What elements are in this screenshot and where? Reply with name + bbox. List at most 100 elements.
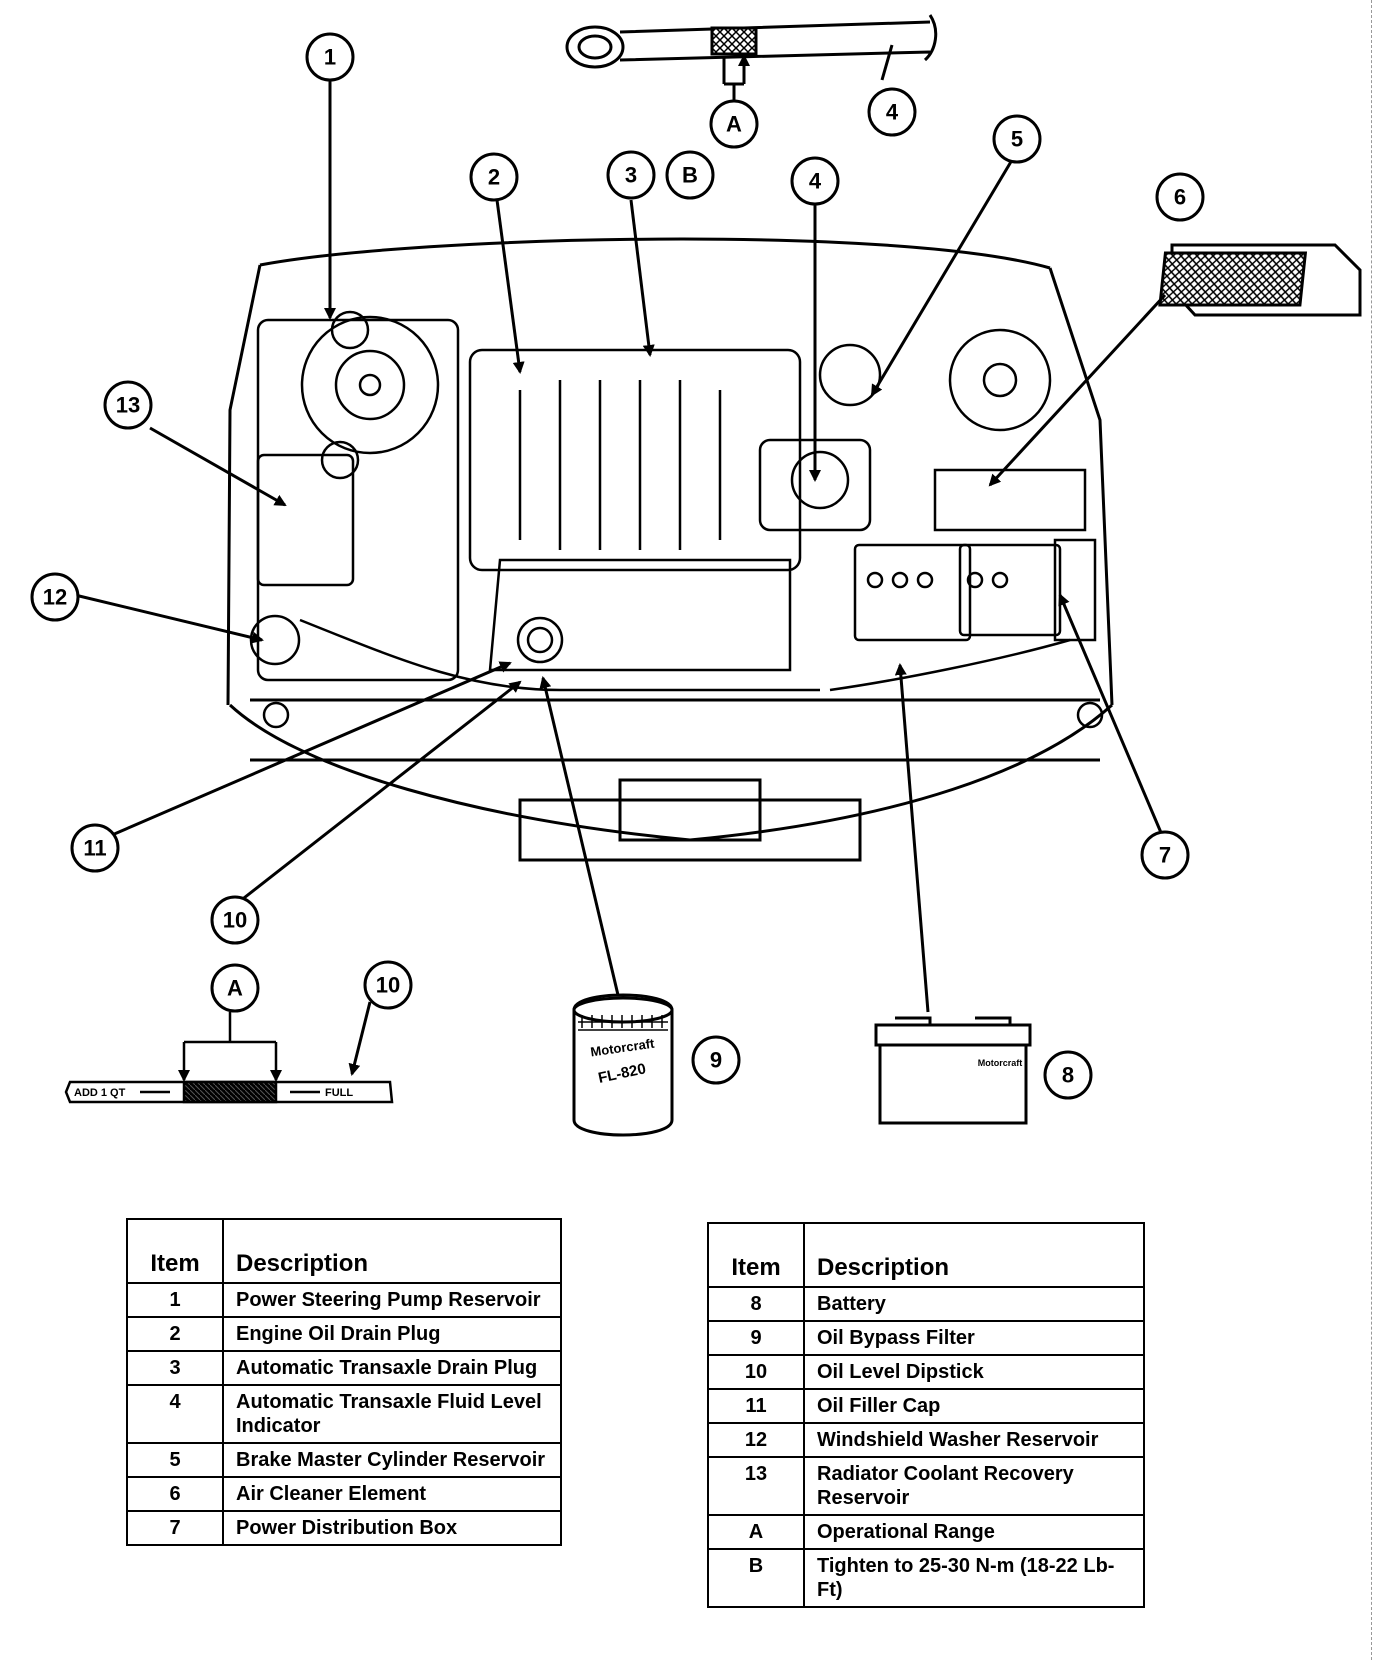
oil-filter-illustration: Motorcraft FL-820 <box>572 993 674 1137</box>
hood-outline <box>226 237 1114 862</box>
callout-8: 8 <box>1043 1050 1093 1100</box>
item-number: 13 <box>707 1456 805 1516</box>
item-number: A <box>707 1514 805 1550</box>
svg-text:5: 5 <box>1011 127 1023 152</box>
item-description: Brake Master Cylinder Reservoir <box>222 1442 562 1478</box>
svg-text:4: 4 <box>809 169 822 194</box>
svg-text:7: 7 <box>1159 843 1171 868</box>
svg-text:13: 13 <box>116 393 140 418</box>
description-header: Description <box>222 1218 562 1284</box>
item-number: 8 <box>707 1286 805 1322</box>
item-description: Engine Oil Drain Plug <box>222 1316 562 1352</box>
svg-text:A: A <box>227 976 243 1001</box>
callout-2: 2 <box>469 152 519 202</box>
callout-4-top: 4 <box>867 87 917 137</box>
item-number: 10 <box>707 1354 805 1390</box>
legend-header-row: Item Description <box>126 1218 562 1284</box>
item-number: 11 <box>707 1388 805 1424</box>
item-description: Battery <box>803 1286 1145 1322</box>
transaxle-dipstick-detail <box>565 14 938 100</box>
leader-lines <box>74 44 1167 1076</box>
engine-bay <box>249 310 1104 729</box>
item-number: 9 <box>707 1320 805 1356</box>
battery-brand: Motorcraft <box>978 1058 1023 1068</box>
item-header: Item <box>126 1218 224 1284</box>
item-number: 6 <box>126 1476 224 1512</box>
item-header: Item <box>707 1222 805 1288</box>
item-number: 7 <box>126 1510 224 1546</box>
item-number: 4 <box>126 1384 224 1444</box>
dipstick-add-label: ADD 1 QT <box>74 1087 126 1099</box>
item-number: 2 <box>126 1316 224 1352</box>
item-description: Radiator Coolant Recovery Reservoir <box>803 1456 1145 1516</box>
item-description: Oil Level Dipstick <box>803 1354 1145 1390</box>
callout-A-top: A <box>709 99 759 149</box>
battery-illustration: Motorcraft <box>874 1016 1032 1125</box>
svg-text:A: A <box>726 112 742 137</box>
callout-5: 5 <box>992 114 1042 164</box>
callout-11: 11 <box>70 823 120 873</box>
callout-1: 1 <box>305 32 355 82</box>
page-edge-rail <box>1371 0 1372 1660</box>
svg-text:B: B <box>682 163 698 188</box>
item-description: Automatic Transaxle Drain Plug <box>222 1350 562 1386</box>
dipstick-full-label: FULL <box>325 1087 353 1099</box>
callout-10-detail: 10 <box>363 960 413 1010</box>
item-number: 5 <box>126 1442 224 1478</box>
callout-4: 4 <box>790 156 840 206</box>
svg-text:10: 10 <box>223 908 247 933</box>
legend-header-row: Item Description <box>707 1222 1145 1288</box>
item-description: Tighten to 25-30 N-m (18-22 Lb-Ft) <box>803 1548 1145 1608</box>
oil-dipstick-detail: ADD 1 QT FULL <box>64 1012 394 1104</box>
item-description: Power Distribution Box <box>222 1510 562 1546</box>
svg-text:8: 8 <box>1062 1063 1074 1088</box>
item-number: 3 <box>126 1350 224 1386</box>
callout-7: 7 <box>1140 830 1190 880</box>
callout-A-bottom: A <box>210 963 260 1013</box>
callout-6: 6 <box>1155 172 1205 222</box>
callout-3: 3 <box>606 150 656 200</box>
item-number: B <box>707 1548 805 1608</box>
item-description: Air Cleaner Element <box>222 1476 562 1512</box>
callout-9: 9 <box>691 1035 741 1085</box>
item-description: Windshield Washer Reservoir <box>803 1422 1145 1458</box>
air-cleaner-element <box>1158 243 1362 317</box>
svg-text:9: 9 <box>710 1048 722 1073</box>
svg-text:11: 11 <box>83 836 106 861</box>
item-description: Oil Bypass Filter <box>803 1320 1145 1356</box>
svg-text:3: 3 <box>625 163 637 188</box>
item-description: Oil Filler Cap <box>803 1388 1145 1424</box>
callout-10: 10 <box>210 895 260 945</box>
item-description: Operational Range <box>803 1514 1145 1550</box>
svg-text:1: 1 <box>324 45 336 70</box>
callout-B: B <box>665 150 715 200</box>
item-number: 1 <box>126 1282 224 1318</box>
svg-text:12: 12 <box>43 585 67 610</box>
svg-text:2: 2 <box>488 165 500 190</box>
callout-13: 13 <box>103 380 153 430</box>
svg-text:6: 6 <box>1174 185 1186 210</box>
svg-text:4: 4 <box>886 100 899 125</box>
callout-12: 12 <box>30 572 80 622</box>
item-number: 12 <box>707 1422 805 1458</box>
description-header: Description <box>803 1222 1145 1288</box>
item-description: Power Steering Pump Reservoir <box>222 1282 562 1318</box>
